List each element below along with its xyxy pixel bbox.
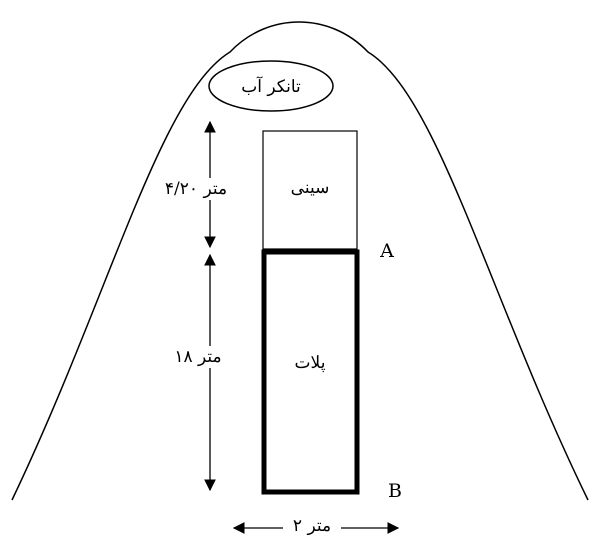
plate-section (261, 249, 360, 495)
water-tank (208, 60, 334, 112)
width-label: ۲ متر (293, 516, 331, 536)
width-label-bg (283, 515, 341, 537)
water-tank-label: تانکر آب (241, 75, 301, 97)
plate-height-label-bg (168, 346, 230, 368)
point-a-label: A (379, 240, 394, 262)
tower-outline (11, 21, 589, 501)
plate-height-label: ۱۸ متر (174, 347, 221, 367)
tray-section (262, 130, 358, 250)
tray-height-label-bg (160, 178, 232, 200)
plate-label: پلات (295, 353, 326, 373)
point-b-label: B (388, 480, 402, 502)
tray-label: سینی (291, 178, 330, 198)
tray-height-label: ۴/۲۰ متر (165, 179, 227, 199)
